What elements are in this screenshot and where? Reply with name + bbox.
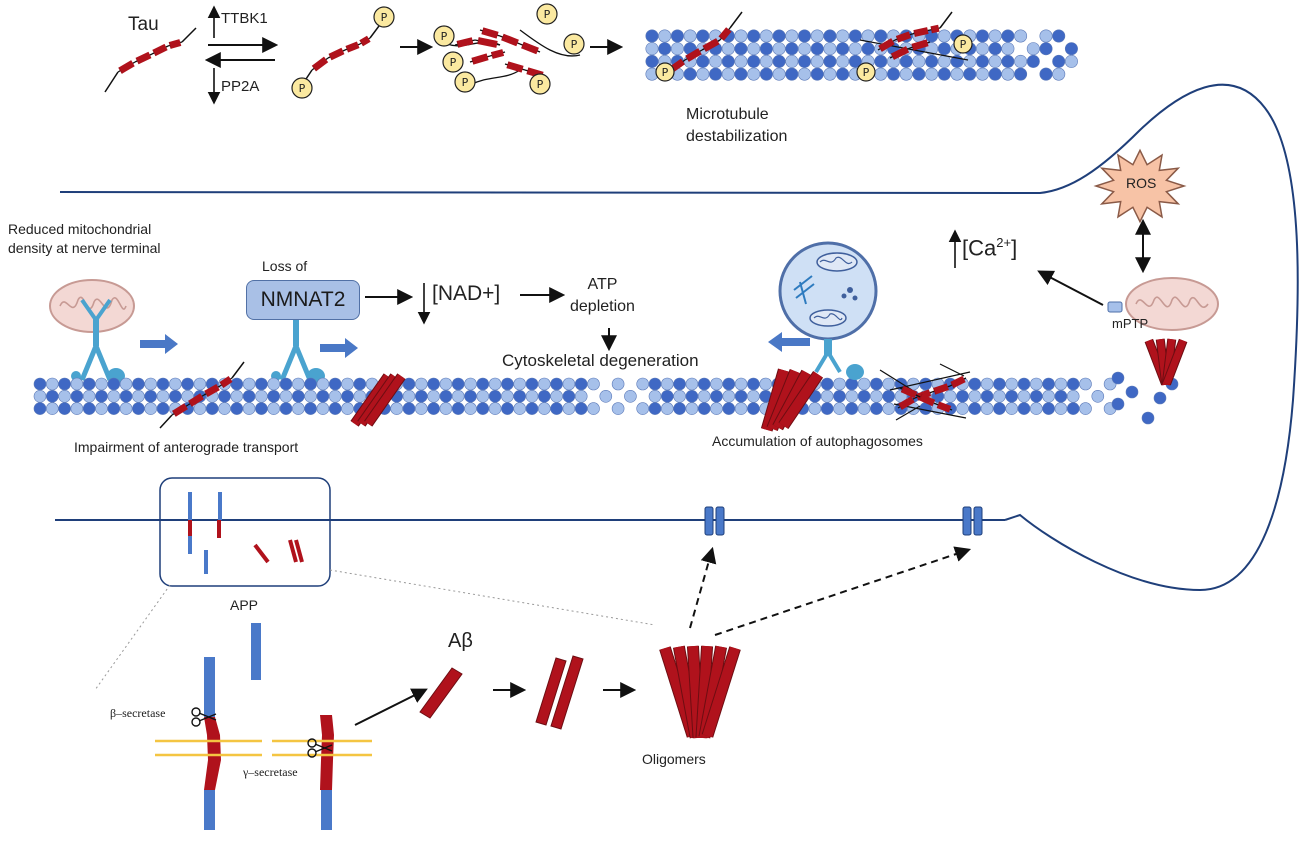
- membrane-channel-2: [962, 506, 983, 536]
- label-calcium: [Ca2+]: [962, 235, 1017, 261]
- label-accumulation-autophagosomes: Accumulation of autophagosomes: [712, 433, 923, 449]
- label-ros: ROS: [1126, 175, 1157, 191]
- app-cleaved: [320, 715, 334, 830]
- svg-text:P: P: [863, 66, 870, 79]
- abeta-dimer: [535, 655, 584, 730]
- svg-text:P: P: [450, 56, 457, 69]
- svg-text:P: P: [441, 30, 448, 43]
- label-loss-of: Loss of: [262, 258, 308, 274]
- tau-on-microtubule: P P P: [655, 11, 973, 82]
- tau-mid-left: [159, 361, 245, 429]
- svg-text:P: P: [960, 38, 967, 51]
- transport-arrow-1: [140, 334, 178, 354]
- scissors-icon: [191, 707, 217, 727]
- label-beta-secretase: β–secretase: [110, 706, 166, 720]
- label-reduced-mitochondrial: Reduced mitochondrial density at nerve t…: [8, 221, 161, 256]
- svg-text:P: P: [462, 76, 469, 89]
- app-fragment: [251, 623, 261, 680]
- svg-text:P: P: [537, 78, 544, 91]
- dashed-arrow-channel-1: [689, 546, 717, 629]
- autophagosome-icon: [778, 241, 878, 380]
- abeta-monomer: [419, 667, 463, 719]
- svg-text:P: P: [662, 66, 669, 79]
- lipid-bilayer-left: [155, 739, 262, 757]
- tau-tangle-middle: [879, 363, 971, 421]
- tau-segments: [117, 39, 183, 74]
- label-calcium-close: ]: [1011, 235, 1018, 261]
- label-oligomers: Oligomers: [642, 751, 706, 767]
- svg-text:P: P: [571, 38, 578, 51]
- arrow-app-to-abeta: [354, 688, 428, 726]
- dashed-arrow-channel-2: [714, 546, 972, 636]
- neuron-membrane-top: [59, 83, 1299, 592]
- abeta-oligomer: [659, 645, 741, 739]
- label-calcium-base: [Ca: [962, 235, 997, 261]
- label-nad: [NAD+]: [432, 282, 501, 305]
- label-atp-depletion: ATP depletion: [570, 276, 635, 315]
- tau-fibril-middle: [350, 373, 406, 427]
- tau-normal: [104, 27, 197, 93]
- svg-text:P: P: [299, 82, 306, 95]
- svg-text:P: P: [381, 11, 388, 24]
- microtubule-middle: [33, 371, 1179, 425]
- zoom-line-right: [329, 569, 656, 626]
- lipid-bilayer-right: [272, 739, 372, 757]
- mitochondrion-right-icon: [1107, 277, 1219, 331]
- tau-fibril-autophagosome: [760, 368, 824, 432]
- zoom-box: [159, 477, 331, 587]
- svg-text:P: P: [544, 8, 551, 21]
- label-cytoskeletal-degeneration: Cytoskeletal degeneration: [502, 351, 699, 370]
- label-app: APP: [230, 597, 259, 613]
- label-tau: Tau: [128, 14, 159, 35]
- transport-arrow-2: [320, 338, 358, 358]
- membrane-channel-1: [704, 506, 725, 536]
- mito-to-ca-arrow: [1037, 270, 1104, 306]
- scissors-icon-gamma: [307, 738, 333, 758]
- label-ttbk1: TTBK1: [221, 10, 268, 27]
- nmnat2-box: NMNAT2: [246, 280, 360, 320]
- label-pp2a: PP2A: [221, 78, 260, 95]
- app-full: [204, 657, 221, 830]
- transport-arrow-3: [768, 332, 810, 352]
- tau-phosphorylated: PP: [291, 6, 395, 99]
- label-microtubule-destabilization: Microtubule destabilization: [686, 106, 788, 145]
- label-calcium-charge: 2+: [996, 235, 1012, 250]
- label-mptp: mPTP: [1112, 316, 1149, 331]
- mitochondrion-icon: [49, 279, 135, 333]
- label-abeta: Aβ: [448, 630, 473, 652]
- zoom-line-left: [94, 584, 171, 691]
- label-impairment-anterograde: Impairment of anterograde transport: [74, 439, 299, 455]
- tau-fibril-right: [1144, 338, 1188, 386]
- label-gamma-secretase: γ–secretase: [243, 765, 298, 779]
- zoom-box-content: [188, 492, 304, 574]
